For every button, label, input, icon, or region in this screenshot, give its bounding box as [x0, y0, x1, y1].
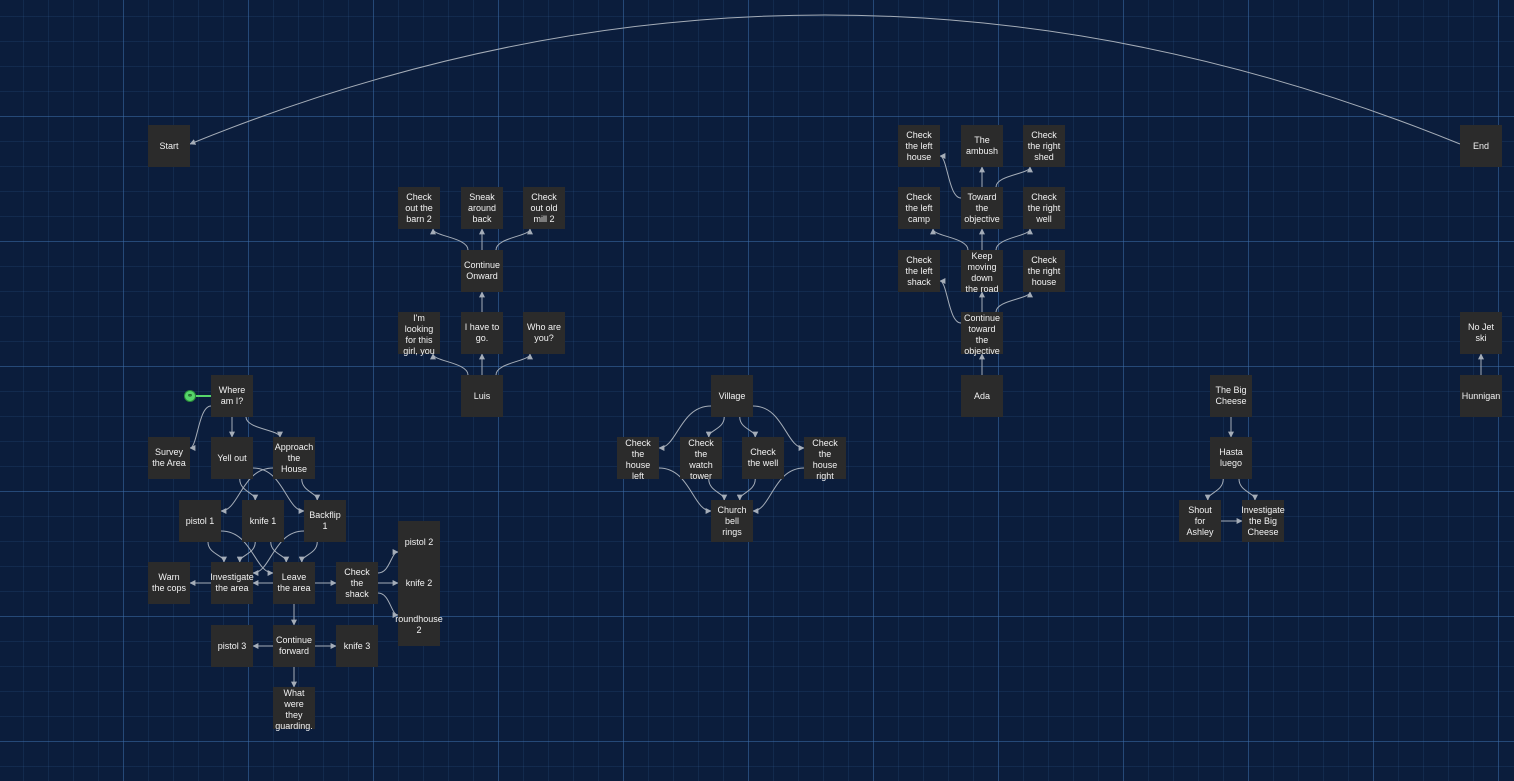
edge-knife_1-to-leave_area	[270, 541, 290, 563]
node-knife-1[interactable]: knife 1	[242, 500, 284, 542]
node-ada[interactable]: Ada	[961, 375, 1003, 417]
edge-hasta_luego-to-shout_ashley	[1204, 478, 1224, 501]
node-check-right-house[interactable]: Check the right house	[1023, 250, 1065, 292]
edge-backflip_1-to-leave_area	[298, 541, 318, 563]
node-check-left-shack[interactable]: Check the left shack	[898, 250, 940, 292]
edge-keep_moving-to-check_left_camp	[930, 228, 969, 251]
node-survey-area[interactable]: Survey the Area	[148, 437, 190, 479]
node-church-bell[interactable]: Church bell rings	[711, 500, 753, 542]
node-big-cheese[interactable]: The Big Cheese	[1210, 375, 1252, 417]
node-start[interactable]: Start	[148, 125, 190, 167]
edge-where_am_i-to-approach_house	[245, 416, 283, 438]
start-marker-connector	[196, 395, 211, 397]
edge-toward_objective-to-check_left_house	[939, 153, 962, 199]
node-pistol-3[interactable]: pistol 3	[211, 625, 253, 667]
node-luis[interactable]: Luis	[461, 375, 503, 417]
node-backflip-1[interactable]: Backflip 1	[304, 500, 346, 542]
edge-check_shack-to-roundhouse_2	[377, 592, 399, 618]
node-check-house-right[interactable]: Check the house right	[804, 437, 846, 481]
edge-check_well-to-church_bell	[736, 478, 756, 501]
edge-knife_1-to-investigate_area	[236, 541, 256, 563]
edge-approach_house-to-pistol_1	[220, 467, 274, 514]
edge-where_am_i-to-survey_area	[189, 405, 212, 451]
node-pistol-1[interactable]: pistol 1	[179, 500, 221, 542]
node-im-looking[interactable]: I'm looking for this girl, you	[398, 312, 440, 356]
node-shout-ashley[interactable]: Shout for Ashley	[1179, 500, 1221, 542]
node-warn-cops[interactable]: Warn the cops	[148, 562, 190, 604]
node-knife-3[interactable]: knife 3	[336, 625, 378, 667]
node-roundhouse-2[interactable]: roundhouse 2	[395, 604, 443, 646]
edge-pistol_1-to-investigate_area	[207, 541, 227, 563]
node-continue-toward[interactable]: Continue toward the objective	[961, 312, 1003, 356]
edge-keep_moving-to-check_right_well	[995, 228, 1033, 251]
node-hasta-luego[interactable]: Hasta luego	[1210, 437, 1252, 479]
node-check-watch-tower[interactable]: Check the watch tower	[680, 437, 722, 481]
node-end[interactable]: End	[1460, 125, 1502, 167]
edge-village-to-check_house_left	[658, 405, 712, 451]
start-marker-link-icon[interactable]: ⚭	[184, 390, 196, 402]
edge-luis-to-who_are_you	[495, 353, 533, 376]
node-check-mill-2[interactable]: Check out old mill 2	[523, 187, 565, 229]
edge-end-to-start	[189, 14, 1461, 145]
node-continue-forward[interactable]: Continue forward	[273, 625, 315, 667]
node-keep-moving[interactable]: Keep moving down the road	[961, 250, 1003, 294]
edge-check_house_right-to-church_bell	[752, 467, 805, 514]
edge-continue_toward-to-check_right_house	[995, 291, 1033, 313]
node-approach-house[interactable]: Approach the House	[273, 437, 315, 479]
edge-continue_toward-to-check_left_shack	[939, 278, 962, 324]
edge-continue_onward-to-check_barn_2	[430, 228, 469, 251]
edge-hasta_luego-to-investigate_big_cheese	[1238, 478, 1258, 501]
edge-pistol_1-to-leave_area	[220, 530, 274, 576]
node-check-barn-2[interactable]: Check out the barn 2	[398, 187, 440, 229]
node-check-left-house[interactable]: Check the left house	[898, 125, 940, 167]
node-continue-onward[interactable]: Continue Onward	[461, 250, 503, 292]
node-check-right-well[interactable]: Check the right well	[1023, 187, 1065, 229]
node-hunnigan[interactable]: Hunnigan	[1460, 375, 1502, 417]
edge-approach_house-to-backflip_1	[301, 478, 321, 501]
edge-village-to-check_well	[739, 416, 759, 438]
node-sneak-around[interactable]: Sneak around back	[461, 187, 503, 229]
node-i-have-to-go[interactable]: I have to go.	[461, 312, 503, 354]
node-check-shack[interactable]: Check the shack	[336, 562, 378, 604]
node-toward-objective[interactable]: Toward the objective	[961, 187, 1003, 229]
edge-village-to-check_house_right	[752, 405, 805, 451]
edge-village-to-check_watch_tower	[705, 416, 725, 438]
edge-check_watch_tower-to-church_bell	[708, 478, 728, 501]
node-village[interactable]: Village	[711, 375, 753, 417]
edge-yell_out-to-backflip_1	[252, 467, 305, 514]
node-investigate-big-cheese[interactable]: Investigate the Big Cheese	[1241, 500, 1285, 542]
node-leave-area[interactable]: Leave the area	[273, 562, 315, 604]
edge-yell_out-to-knife_1	[239, 478, 259, 501]
node-check-right-shed[interactable]: Check the right shed	[1023, 125, 1065, 167]
node-what-guarding[interactable]: What were they guarding.	[273, 687, 315, 731]
edge-check_shack-to-pistol_2	[377, 549, 399, 574]
edge-check_house_left-to-church_bell	[658, 467, 712, 514]
node-investigate-area[interactable]: Investigate the area	[210, 562, 254, 604]
node-check-well[interactable]: Check the well	[742, 437, 784, 479]
edge-continue_onward-to-check_mill_2	[495, 228, 533, 251]
node-where-am-i[interactable]: Where am I?	[211, 375, 253, 417]
node-pistol-2[interactable]: pistol 2	[398, 521, 440, 563]
edge-luis-to-im_looking	[430, 353, 469, 376]
edge-backflip_1-to-investigate_area	[252, 530, 305, 576]
node-no-jet-ski[interactable]: No Jet ski	[1460, 312, 1502, 354]
node-who-are-you[interactable]: Who are you?	[523, 312, 565, 354]
node-yell-out[interactable]: Yell out	[211, 437, 253, 479]
node-the-ambush[interactable]: The ambush	[961, 125, 1003, 167]
node-check-left-camp[interactable]: Check the left camp	[898, 187, 940, 229]
node-knife-2[interactable]: knife 2	[398, 562, 440, 604]
node-check-house-left[interactable]: Check the house left	[617, 437, 659, 481]
edge-toward_objective-to-check_right_shed	[995, 166, 1033, 188]
